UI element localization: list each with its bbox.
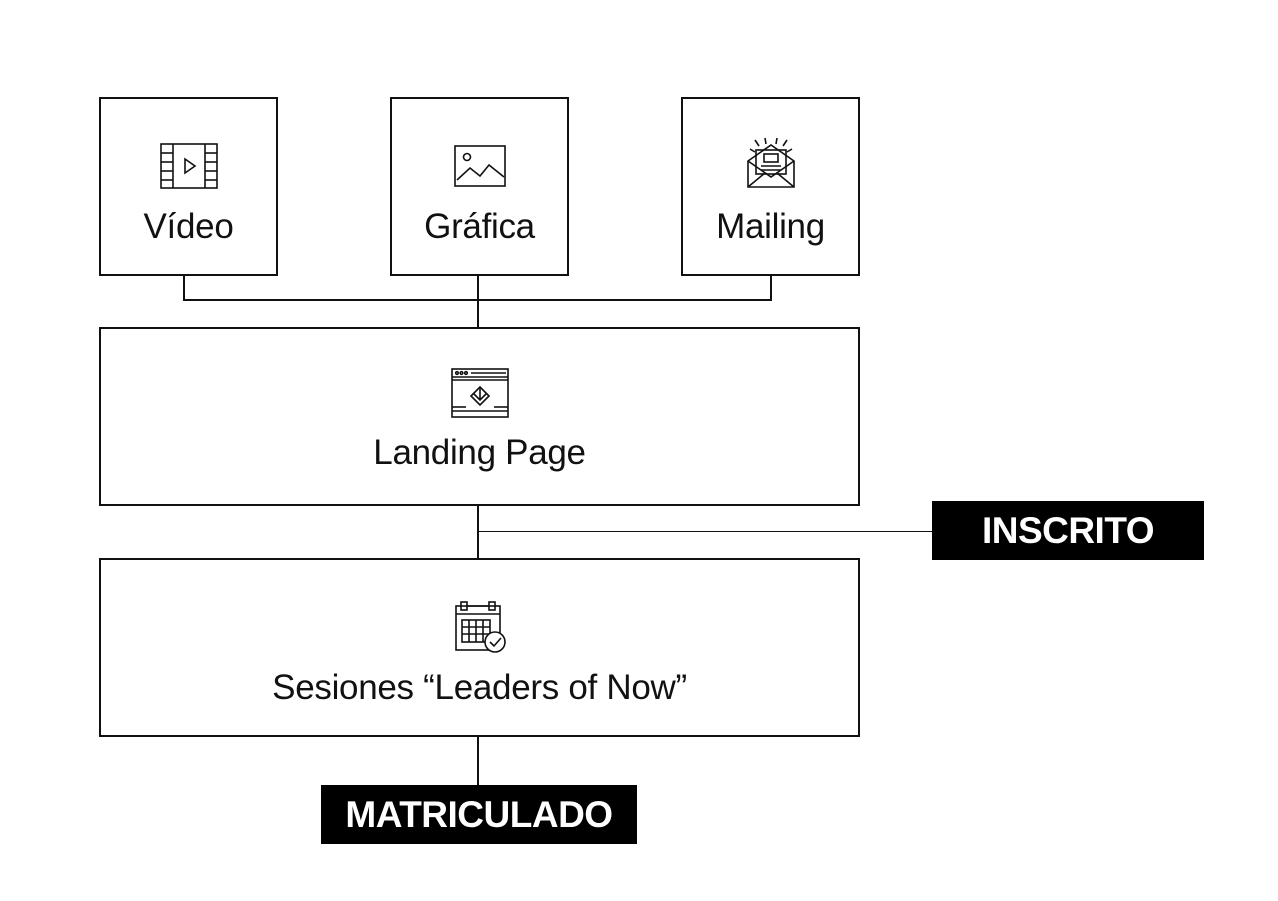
sessions-label: Sesiones “Leaders of Now” bbox=[272, 668, 687, 707]
connector-grafica-down bbox=[477, 276, 479, 301]
connector-to-inscrito bbox=[477, 531, 932, 532]
image-icon bbox=[453, 145, 506, 187]
connector-video-down bbox=[183, 276, 185, 301]
sessions-box: Sesiones “Leaders of Now” bbox=[99, 558, 860, 737]
channel-box-video: Vídeo bbox=[99, 97, 278, 276]
connector-mailing-down bbox=[770, 276, 772, 301]
channel-box-mailing: Mailing bbox=[681, 97, 860, 276]
browser-download-icon bbox=[450, 368, 509, 418]
landing-page-box: Landing Page bbox=[99, 327, 860, 506]
channel-box-grafica: Gráfica bbox=[390, 97, 569, 276]
channel-label-grafica: Gráfica bbox=[424, 207, 535, 246]
landing-page-label: Landing Page bbox=[373, 433, 586, 472]
film-play-icon bbox=[159, 143, 218, 189]
matriculado-tag: MATRICULADO bbox=[321, 785, 637, 844]
connector-landing-to-sessions bbox=[477, 506, 479, 558]
calendar-check-icon bbox=[454, 601, 506, 653]
channel-label-mailing: Mailing bbox=[716, 207, 825, 246]
inscrito-tag: INSCRITO bbox=[932, 501, 1204, 560]
newsletter-envelope-icon bbox=[746, 137, 795, 188]
connector-sessions-to-matriculado bbox=[477, 737, 479, 785]
channel-label-video: Vídeo bbox=[143, 207, 234, 246]
connector-bus-to-landing bbox=[477, 299, 479, 327]
